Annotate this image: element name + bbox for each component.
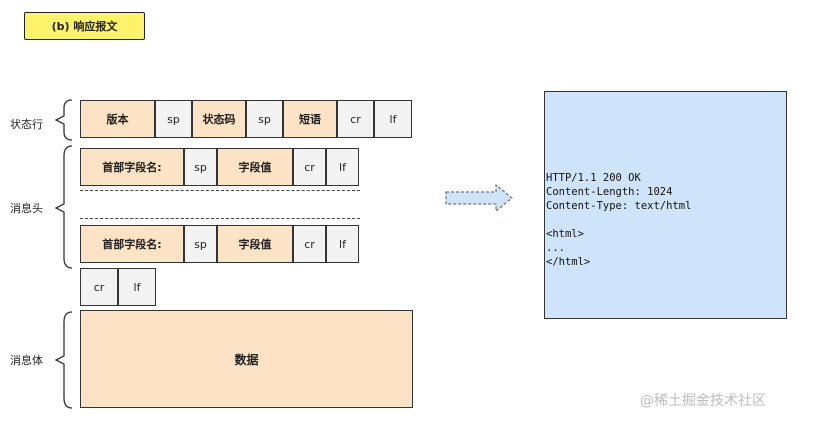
watermark: @稀土掘金技术社区 (640, 393, 766, 409)
example-line (546, 213, 691, 227)
right-arrow-icon (445, 183, 513, 213)
status-cr-cell: cr (337, 100, 374, 138)
diagram-title: (b) 响应报文 (24, 12, 145, 40)
status-phrase-cell: 短语 (283, 100, 337, 138)
example-line: HTTP/1.1 200 OK (546, 172, 641, 184)
header-lf-cell: lf (326, 148, 359, 186)
example-line: </html> (546, 256, 591, 268)
status-sp-cell: sp (246, 100, 283, 138)
headers-bracket (54, 145, 73, 269)
ellipsis-line-top (80, 190, 360, 191)
message-body-block: 数据 (80, 310, 413, 408)
example-response-box (544, 91, 787, 319)
header-sp-cell: sp (184, 148, 217, 186)
example-line: ... (546, 242, 565, 254)
header-field-value-cell: 字段值 (217, 148, 293, 186)
brackets (54, 99, 73, 409)
body-bracket (54, 311, 73, 409)
example-line: Content-Type: text/html (546, 200, 692, 212)
status-line-bracket (54, 99, 73, 141)
ellipsis-line-bottom (80, 218, 360, 219)
status-sp-cell: sp (155, 100, 192, 138)
header-sp-cell: sp (184, 225, 217, 263)
status-code-cell: 状态码 (192, 100, 246, 138)
header-field-name-cell: 首部字段名: (80, 225, 184, 263)
header-cr-cell: cr (293, 225, 326, 263)
blank-line-cr-cell: cr (80, 268, 118, 306)
status-lf-cell: lf (374, 100, 412, 138)
body-label: 消息体 (10, 354, 43, 367)
example-line: Content-Length: 1024 (546, 186, 673, 198)
header-field-name-cell: 首部字段名: (80, 148, 184, 186)
status-version-cell: 版本 (80, 100, 155, 138)
headers-label: 消息头 (10, 202, 43, 215)
example-line: <html> (546, 228, 584, 240)
header-field-value-cell: 字段值 (217, 225, 293, 263)
status-line-label: 状态行 (10, 118, 43, 131)
header-cr-cell: cr (293, 148, 326, 186)
header-lf-cell: lf (326, 225, 359, 263)
blank-line-lf-cell: lf (118, 268, 156, 306)
